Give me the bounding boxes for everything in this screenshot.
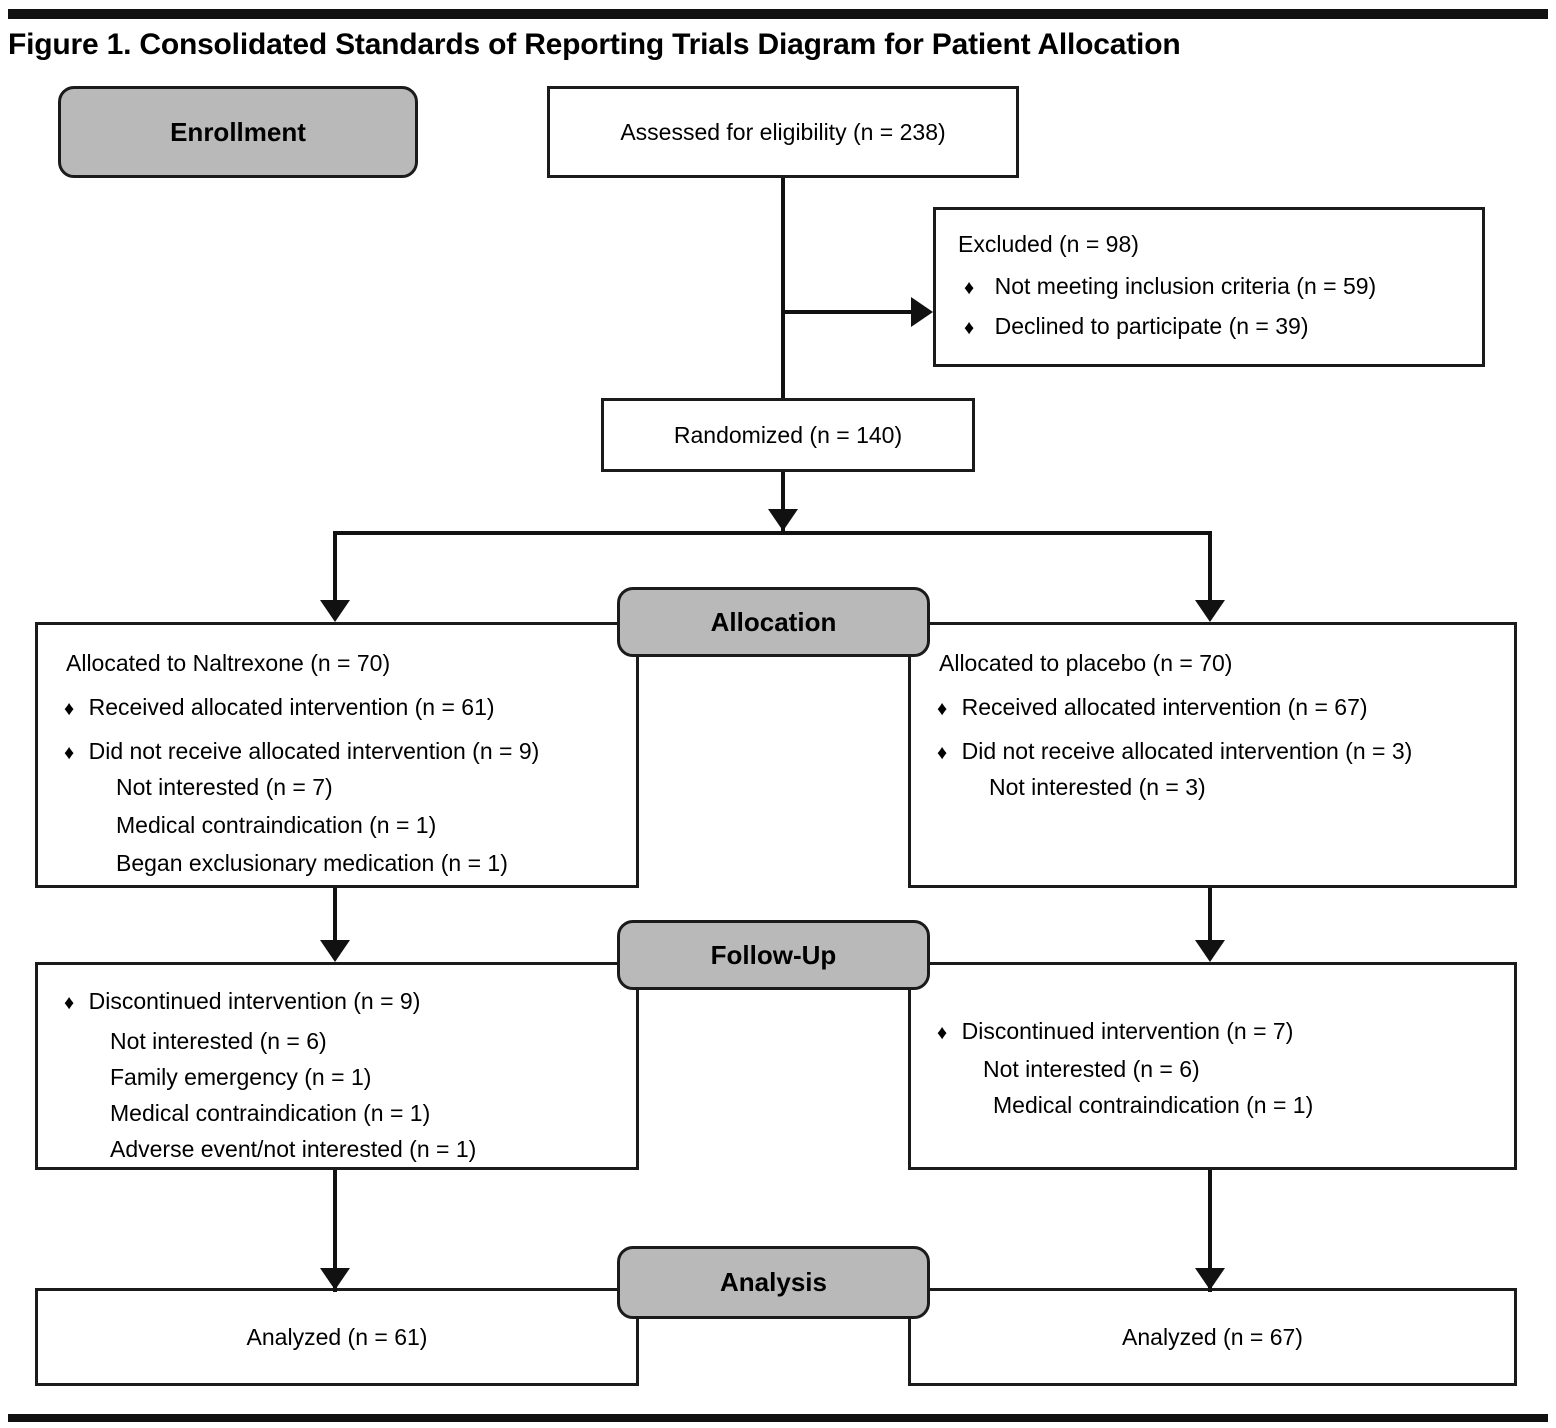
alloc-left-sub-1: Not interested (n = 7) — [116, 774, 333, 800]
follow-left-sub-2: Family emergency (n = 1) — [110, 1064, 372, 1090]
stage-label-analysis: Analysis — [720, 1267, 827, 1297]
stage-pill-followup: Follow-Up — [617, 920, 930, 990]
follow-left-sub-4: Adverse event/not interested (n = 1) — [110, 1136, 477, 1162]
randomized-text: Randomized (n = 140) — [673, 422, 903, 448]
connector-left-followup-to-analysis — [333, 1170, 337, 1292]
alloc-right-bullet-2: Did not receive allocated intervention (… — [961, 738, 1413, 764]
top-rule — [8, 9, 1548, 19]
arrow-to-excluded — [911, 297, 933, 327]
connector-left-alloc-to-followup — [333, 888, 337, 958]
node-randomized: Randomized (n = 140) — [601, 398, 975, 472]
node-analyzed-naltrexone: Analyzed (n = 61) — [35, 1288, 639, 1386]
alloc-left-sub-2: Medical contraindication (n = 1) — [116, 812, 437, 838]
connector-to-excluded — [781, 310, 911, 314]
connector-left-branch — [333, 531, 337, 603]
bullet-diamond-icon: ♦ — [64, 742, 75, 764]
connector-split-bar — [333, 531, 1212, 535]
follow-right-sub-2: Medical contraindication (n = 1) — [993, 1092, 1314, 1118]
node-followup-naltrexone: ♦ Discontinued intervention (n = 9) Not … — [35, 962, 639, 1170]
arrow-right-allocation — [1195, 600, 1225, 622]
connector-assessed-stem — [781, 178, 785, 398]
alloc-left-bullet-1: Received allocated intervention (n = 61) — [88, 694, 495, 720]
bullet-diamond-icon: ♦ — [937, 698, 948, 720]
stage-pill-analysis: Analysis — [617, 1246, 930, 1319]
alloc-right-bullet-1-row: ♦ Received allocated intervention (n = 6… — [937, 693, 1368, 723]
stage-pill-enrollment: Enrollment — [58, 86, 418, 178]
bullet-diamond-icon: ♦ — [64, 698, 75, 720]
follow-left-bullet-1-row: ♦ Discontinued intervention (n = 9) — [64, 987, 420, 1017]
alloc-left-bullet-1-row: ♦ Received allocated intervention (n = 6… — [64, 693, 495, 723]
alloc-left-bullet-2-row: ♦ Did not receive allocated intervention… — [64, 737, 539, 767]
node-assessed-for-eligibility: Assessed for eligibility (n = 238) — [547, 86, 1019, 178]
arrow-left-allocation — [320, 600, 350, 622]
alloc-left-bullet-2: Did not receive allocated intervention (… — [88, 738, 540, 764]
arrow-randomized-down — [768, 509, 798, 531]
bullet-diamond-icon: ♦ — [64, 992, 75, 1014]
stage-label-allocation: Allocation — [710, 606, 837, 637]
node-excluded: Excluded (n = 98) ♦ Not meeting inclusio… — [933, 207, 1485, 367]
arrow-right-followup — [1195, 940, 1225, 962]
follow-left-sub-1: Not interested (n = 6) — [110, 1028, 327, 1054]
alloc-right-bullet-2-row: ♦ Did not receive allocated intervention… — [937, 737, 1412, 767]
excluded-bullet-2: Declined to participate (n = 39) — [994, 313, 1309, 339]
arrow-right-analysis — [1195, 1268, 1225, 1290]
alloc-right-title: Allocated to placebo (n = 70) — [939, 650, 1233, 676]
excluded-bullet-1: Not meeting inclusion criteria (n = 59) — [994, 273, 1377, 299]
connector-right-followup-to-analysis — [1208, 1170, 1212, 1292]
excluded-bullet-2-row: ♦ Declined to participate (n = 39) — [964, 312, 1308, 342]
connector-right-alloc-to-followup — [1208, 888, 1212, 958]
alloc-left-sub-3: Began exclusionary medication (n = 1) — [116, 850, 508, 876]
alloc-left-title: Allocated to Naltrexone (n = 70) — [66, 650, 391, 676]
figure-title: Figure 1. Consolidated Standards of Repo… — [8, 28, 1181, 61]
node-analyzed-placebo: Analyzed (n = 67) — [908, 1288, 1517, 1386]
follow-right-bullet-1-row: ♦ Discontinued intervention (n = 7) — [937, 1017, 1293, 1047]
excluded-bullet-1-row: ♦ Not meeting inclusion criteria (n = 59… — [964, 272, 1376, 302]
node-allocated-naltrexone: Allocated to Naltrexone (n = 70) ♦ Recei… — [35, 622, 639, 888]
stage-label-enrollment: Enrollment — [170, 116, 306, 147]
follow-left-bullet-1: Discontinued intervention (n = 9) — [88, 988, 421, 1014]
follow-right-sub-1: Not interested (n = 6) — [983, 1056, 1200, 1082]
arrow-left-followup — [320, 940, 350, 962]
bullet-diamond-icon: ♦ — [937, 1022, 948, 1044]
bullet-diamond-icon: ♦ — [964, 317, 975, 339]
connector-right-branch — [1208, 531, 1212, 603]
assessed-text: Assessed for eligibility (n = 238) — [620, 119, 946, 145]
stage-pill-allocation: Allocation — [617, 587, 930, 657]
bullet-diamond-icon: ♦ — [937, 742, 948, 764]
bullet-diamond-icon: ♦ — [964, 277, 975, 299]
node-followup-placebo: ♦ Discontinued intervention (n = 7) Not … — [908, 962, 1517, 1170]
node-allocated-placebo: Allocated to placebo (n = 70) ♦ Received… — [908, 622, 1517, 888]
follow-right-bullet-1: Discontinued intervention (n = 7) — [961, 1018, 1294, 1044]
stage-label-followup: Follow-Up — [710, 939, 837, 970]
excluded-title: Excluded (n = 98) — [958, 231, 1139, 257]
analysis-right-text: Analyzed (n = 67) — [1122, 1324, 1303, 1350]
arrow-left-analysis — [320, 1268, 350, 1290]
alloc-right-bullet-1: Received allocated intervention (n = 67) — [961, 694, 1368, 720]
connector-randomized-stem — [781, 472, 785, 534]
follow-left-sub-3: Medical contraindication (n = 1) — [110, 1100, 431, 1126]
analysis-left-text: Analyzed (n = 61) — [246, 1324, 428, 1350]
bottom-rule — [8, 1414, 1548, 1422]
alloc-right-sub-1: Not interested (n = 3) — [989, 774, 1206, 800]
